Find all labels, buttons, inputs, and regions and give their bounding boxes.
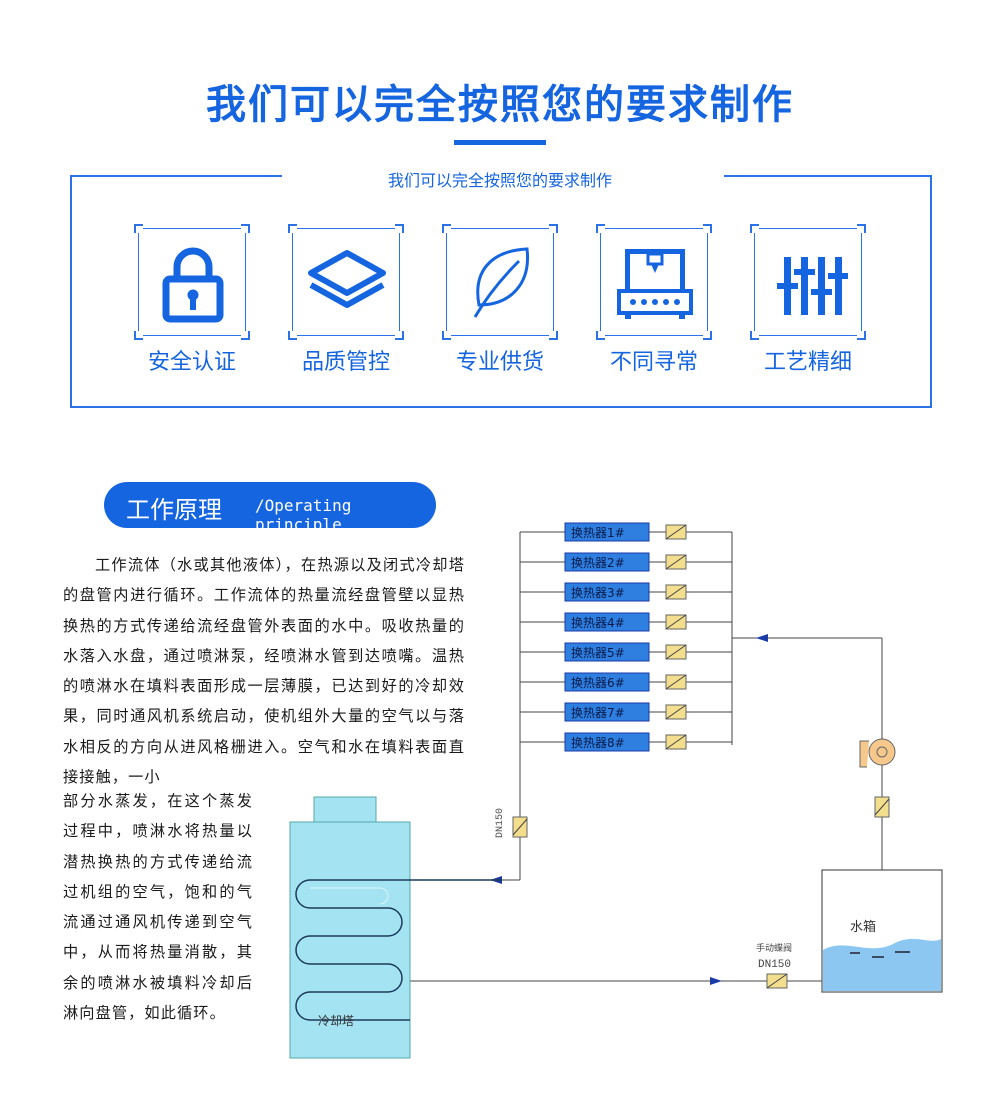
heat-exchanger [564,612,650,632]
flow-arrow [756,634,768,642]
cooling-tower: 冷却塔 [289,796,502,1059]
heat-exchanger-label: 换热器3# [571,586,625,600]
feature-icon-box [134,224,250,340]
pump-icon [859,715,896,768]
heat-exchanger [564,552,650,572]
feature-supply: 专业供货 [442,224,558,375]
feature-label: 不同寻常 [609,350,698,375]
feature-label: 品质管控 [301,350,390,375]
heat-exchanger [564,642,650,662]
feature-label: 安全认证 [147,350,236,375]
feature-icon-box [596,224,712,340]
valve-stem [665,734,687,750]
heat-exchanger-label: 换热器6# [571,676,625,690]
description-paragraph-continued: 部分水蒸发，在这个蒸发过程中，喷淋水将热量以潜热换热的方式传递给流过机组的空气，… [63,792,253,1023]
cooling-system-diagram: 换热器1# 换热器2# 换热器3# 换热器4# 换热器5# 换热器6# 换热器7# 换热器8#… [289,522,943,1059]
page-title: 我们可以完全按照您的要求制作 [206,82,794,128]
feature-craft: 工艺精细 [750,224,866,375]
exchanger-rows: 换热器1# 换热器2# 换热器3# 换热器4# 换热器5# 换热器6# 换热器7# 换热器8# [520,522,732,752]
leaf-icon [473,247,529,318]
feature-icon-box [442,224,558,340]
lock-icon [162,247,224,323]
description-paragraph: 工作流体（水或其他液体），在热源以及闭式冷却塔的盘管内进行循环。工作流体的热量流… [63,556,465,787]
section-title-cn: 工作原理 [126,496,222,524]
valve-label: 手动蝶阀 [756,942,792,954]
section-title-pill: 工作原理 /Operating principle [104,482,436,534]
heat-exchanger [564,672,650,692]
feature-safety: 安全认证 [134,224,250,375]
heat-exchanger-label: 换热器5# [571,646,625,660]
feature-icon-box [288,224,404,340]
valve-stem [665,644,687,660]
valve-stem [665,554,687,570]
heat-exchanger [564,582,650,602]
feature-unique: 不同寻常 [596,224,712,375]
feature-label: 专业供货 [455,350,544,375]
frame-title: 我们可以完全按照您的要求制作 [387,171,612,190]
layers-icon [308,250,386,308]
tower-label: 冷却塔 [318,1014,354,1028]
pipe-size-label: DN150 [495,808,506,838]
heat-exchanger-label: 换热器4# [571,616,625,630]
valve-stem [665,524,687,540]
feature-quality: 品质管控 [288,224,404,375]
heat-exchanger [564,702,650,722]
feature-icon-box [750,224,866,340]
heat-exchanger-label: 换热器2# [571,556,625,570]
feature-frame [70,169,932,408]
heat-exchanger [564,522,650,542]
section-title-en: /Operating principle [255,496,352,534]
water-tank: 水箱 [821,869,943,993]
heat-exchanger-label: 换热器8# [571,736,625,750]
heat-exchanger-label: 换热器7# [571,706,625,720]
sliders-icon [777,257,848,315]
machine-icon [617,249,693,319]
heat-exchanger [564,732,650,752]
valve-stem [665,674,687,690]
tank-label: 水箱 [850,919,876,935]
heat-exchanger-label: 换热器1# [571,526,625,540]
feature-label: 工艺精细 [763,350,852,375]
flow-arrow [710,977,722,985]
valve-stem [665,584,687,600]
title-underline [454,140,546,145]
valve-stem [665,614,687,630]
valve-size-label: DN150 [758,959,791,971]
valve-stem [665,704,687,720]
